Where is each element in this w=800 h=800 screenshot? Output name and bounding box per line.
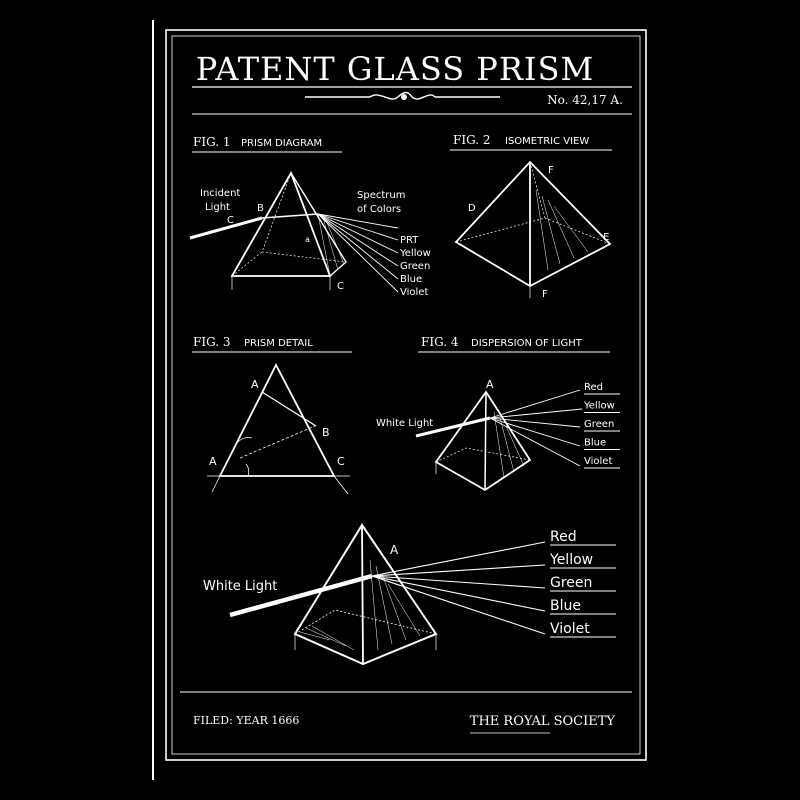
ornament-icon bbox=[305, 91, 500, 100]
fig3-label-c: C bbox=[337, 455, 345, 468]
frame-outer bbox=[165, 29, 647, 761]
fig1-incident-ray bbox=[189, 216, 263, 240]
fig3-label-a-left: A bbox=[209, 455, 217, 468]
fig4-white-light-label: White Light bbox=[376, 418, 433, 429]
fig1-caption: PRISM DIAGRAM bbox=[241, 138, 322, 149]
fig1: FIG. 1 PRISM DIAGRAM Incident Light C B … bbox=[189, 135, 431, 298]
fig2-label-e: E bbox=[603, 232, 609, 243]
fig1-number: FIG. 1 bbox=[193, 135, 231, 149]
fig5-color-label: Violet bbox=[550, 621, 590, 637]
fig5-pyramid bbox=[293, 523, 438, 666]
fig4-dispersion-rays bbox=[489, 389, 583, 467]
fig1-internal-ray bbox=[261, 213, 319, 219]
fig1-label-a: a bbox=[305, 235, 310, 244]
page-title: PATENT GLASS PRISM bbox=[196, 50, 595, 88]
fig4-pyramid bbox=[434, 390, 532, 492]
fig2: FIG. 2 ISOMETRIC VIEW F D E F bbox=[450, 133, 612, 300]
fig4-color-label: Blue bbox=[584, 438, 606, 449]
fig1-colors-label: of Colors bbox=[357, 204, 401, 215]
fig1-label-b: B bbox=[257, 203, 264, 214]
fig4-white-light-ray bbox=[415, 416, 491, 438]
society-name: THE ROYAL SOCIETY bbox=[470, 714, 616, 729]
fig3-label-a-top: A bbox=[251, 378, 259, 391]
fig1-prism bbox=[230, 170, 347, 290]
frame-inner bbox=[171, 35, 641, 755]
fig4-color-label: Red bbox=[584, 382, 603, 393]
patent-number: No. 42,17 A. bbox=[547, 93, 623, 107]
fig5-color-label: Red bbox=[550, 529, 577, 545]
fig1-color-label: PRT bbox=[400, 235, 419, 246]
fig2-label-f-top: F bbox=[548, 165, 554, 176]
fig3-label-b: B bbox=[322, 426, 330, 439]
fig1-color-label: Violet bbox=[400, 287, 428, 298]
fig2-pyramid bbox=[454, 160, 612, 298]
footer: FILED: YEAR 1666 THE ROYAL SOCIETY bbox=[180, 691, 632, 734]
fig1-color-label: Blue bbox=[400, 274, 422, 285]
fig5-white-light-label: White Light bbox=[203, 579, 277, 594]
fig4-color-label: Green bbox=[584, 419, 614, 430]
filed-date: FILED: YEAR 1666 bbox=[193, 714, 299, 727]
fig5-color-label: Green bbox=[550, 575, 592, 591]
fig4-label-a: A bbox=[486, 378, 494, 391]
fig2-number: FIG. 2 bbox=[453, 133, 491, 147]
fig5-color-label: Blue bbox=[550, 598, 581, 614]
fig5-color-label: Yellow bbox=[549, 552, 593, 568]
fig4-caption: DISPERSION OF LIGHT bbox=[471, 338, 583, 349]
fig5-label-a: A bbox=[390, 543, 399, 557]
fig1-label-c-left: C bbox=[227, 215, 234, 226]
fig2-label-f-bottom: F bbox=[542, 289, 548, 300]
frame bbox=[152, 20, 647, 780]
fig1-label-c-bottom: C bbox=[337, 281, 344, 292]
fig4-number: FIG. 4 bbox=[421, 335, 459, 349]
fig1-incident-label: Incident bbox=[200, 188, 240, 199]
fig1-color-label: Green bbox=[400, 261, 430, 272]
fig1-spectrum-label: Spectrum bbox=[357, 190, 405, 201]
fig3: FIG. 3 PRISM DETAIL A A B C bbox=[192, 335, 352, 495]
fig3-triangle bbox=[207, 363, 350, 495]
fig1-spectrum-rays bbox=[317, 213, 399, 293]
fig1-color-label: Yellow bbox=[399, 248, 431, 259]
fig5-dispersion-rays bbox=[371, 541, 546, 635]
fig4: FIG. 4 DISPERSION OF LIGHT A White Light… bbox=[376, 335, 620, 492]
fig3-number: FIG. 3 bbox=[193, 335, 231, 349]
header: PATENT GLASS PRISM No. 42,17 A. bbox=[192, 50, 632, 115]
fig2-caption: ISOMETRIC VIEW bbox=[505, 136, 589, 147]
fig4-color-label: Violet bbox=[584, 456, 612, 467]
fig1-light-label: Light bbox=[205, 202, 230, 213]
fig2-label-d: D bbox=[468, 203, 476, 214]
fig3-caption: PRISM DETAIL bbox=[244, 338, 313, 349]
fig4-color-label: Yellow bbox=[583, 401, 615, 412]
fig5-white-light-ray bbox=[229, 573, 373, 618]
